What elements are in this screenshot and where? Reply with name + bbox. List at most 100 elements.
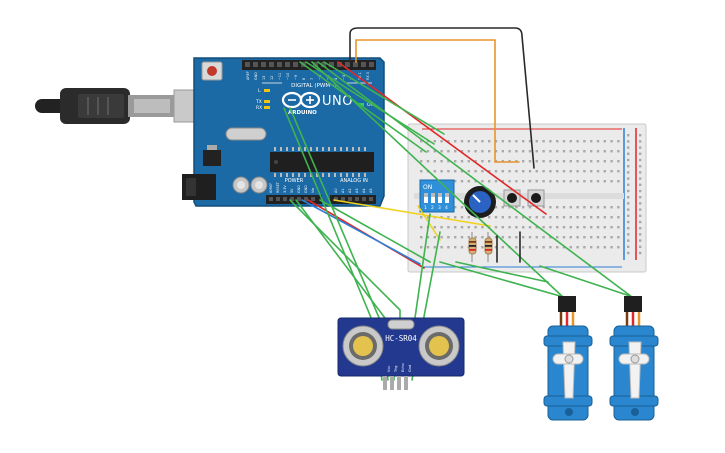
breadboard-hole[interactable] [639, 158, 642, 162]
breadboard-hole[interactable] [569, 180, 572, 183]
breadboard-hole[interactable] [610, 216, 613, 219]
breadboard-hole[interactable] [596, 226, 600, 229]
breadboard-hole[interactable] [460, 150, 464, 153]
breadboard-hole[interactable] [420, 170, 423, 173]
breadboard-hole[interactable] [603, 246, 606, 249]
breadboard-hole[interactable] [596, 140, 600, 143]
breadboard-hole[interactable] [522, 180, 525, 183]
breadboard-hole[interactable] [590, 140, 593, 143]
breadboard-hole[interactable] [542, 180, 545, 183]
breadboard-hole[interactable] [542, 226, 545, 229]
breadboard-hole[interactable] [454, 216, 457, 219]
breadboard-hole[interactable] [528, 150, 532, 153]
breadboard-hole[interactable] [535, 236, 538, 239]
breadboard-hole[interactable] [596, 150, 600, 153]
breadboard-hole[interactable] [576, 236, 579, 239]
breadboard-hole[interactable] [639, 140, 642, 143]
breadboard-hole[interactable] [617, 246, 620, 249]
breadboard-hole[interactable] [440, 226, 443, 229]
breadboard-hole[interactable] [627, 220, 630, 224]
breadboard-hole[interactable] [440, 160, 443, 163]
breadboard-hole[interactable] [522, 160, 525, 163]
breadboard-hole[interactable] [583, 216, 586, 219]
breadboard-hole[interactable] [420, 236, 423, 239]
breadboard-hole[interactable] [488, 216, 491, 219]
breadboard-hole[interactable] [501, 140, 504, 143]
breadboard-hole[interactable] [617, 226, 620, 229]
breadboard-hole[interactable] [549, 170, 552, 173]
breadboard-hole[interactable] [542, 216, 545, 219]
breadboard-hole[interactable] [481, 226, 484, 229]
breadboard-hole[interactable] [549, 246, 552, 249]
breadboard-hole[interactable] [549, 150, 552, 153]
breadboard-hole[interactable] [556, 170, 559, 173]
breadboard-hole[interactable] [433, 150, 436, 153]
breadboard-hole[interactable] [467, 226, 470, 229]
breadboard-hole[interactable] [420, 150, 423, 153]
breadboard-hole[interactable] [556, 150, 559, 153]
breadboard-hole[interactable] [454, 236, 457, 239]
breadboard-hole[interactable] [467, 140, 470, 143]
breadboard-hole[interactable] [433, 140, 436, 143]
breadboard-hole[interactable] [460, 140, 464, 143]
breadboard-hole[interactable] [522, 206, 525, 209]
breadboard-hole[interactable] [590, 150, 593, 153]
breadboard-hole[interactable] [603, 206, 606, 209]
breadboard-hole[interactable] [627, 134, 630, 137]
breadboard-hole[interactable] [494, 150, 498, 153]
breadboard-hole[interactable] [447, 216, 450, 219]
breadboard-hole[interactable] [467, 216, 470, 219]
breadboard-hole[interactable] [639, 202, 642, 205]
breadboard-hole[interactable] [454, 140, 457, 143]
breadboard-hole[interactable] [515, 216, 518, 219]
breadboard-hole[interactable] [562, 216, 566, 219]
dip-switch[interactable]: ON 1 2 3 4 [419, 179, 455, 213]
breadboard-hole[interactable] [603, 180, 606, 183]
breadboard-hole[interactable] [535, 246, 538, 249]
breadboard-hole[interactable] [522, 226, 525, 229]
breadboard-hole[interactable] [576, 206, 579, 209]
breadboard-hole[interactable] [590, 180, 593, 183]
breadboard-hole[interactable] [488, 180, 491, 183]
breadboard-hole[interactable] [569, 216, 572, 219]
breadboard-hole[interactable] [583, 150, 586, 153]
breadboard-hole[interactable] [481, 140, 484, 143]
breadboard-hole[interactable] [627, 202, 630, 205]
breadboard-hole[interactable] [610, 246, 613, 249]
breadboard-hole[interactable] [474, 150, 477, 153]
breadboard-hole[interactable] [627, 152, 630, 155]
breadboard-hole[interactable] [515, 170, 518, 173]
breadboard-hole[interactable] [501, 236, 504, 239]
breadboard-hole[interactable] [549, 160, 552, 163]
breadboard-hole[interactable] [590, 170, 593, 173]
breadboard-hole[interactable] [515, 180, 518, 183]
breadboard-hole[interactable] [420, 216, 423, 219]
breadboard-hole[interactable] [603, 226, 606, 229]
breadboard-hole[interactable] [467, 236, 470, 239]
breadboard-hole[interactable] [501, 246, 504, 249]
breadboard-hole[interactable] [447, 246, 450, 249]
breadboard-hole[interactable] [610, 226, 613, 229]
breadboard-hole[interactable] [562, 206, 566, 209]
breadboard-hole[interactable] [617, 206, 620, 209]
breadboard-hole[interactable] [454, 206, 457, 209]
breadboard-hole[interactable] [556, 246, 559, 249]
breadboard-hole[interactable] [590, 216, 593, 219]
breadboard-hole[interactable] [440, 150, 443, 153]
breadboard-hole[interactable] [617, 170, 620, 173]
breadboard-hole[interactable] [454, 160, 457, 163]
breadboard-hole[interactable] [542, 246, 545, 249]
breadboard-hole[interactable] [508, 140, 511, 143]
breadboard-hole[interactable] [639, 208, 642, 211]
breadboard-hole[interactable] [603, 216, 606, 219]
breadboard-hole[interactable] [515, 140, 518, 143]
breadboard-hole[interactable] [474, 160, 477, 163]
breadboard-hole[interactable] [617, 160, 620, 163]
breadboard-hole[interactable] [639, 245, 642, 248]
breadboard-hole[interactable] [556, 216, 559, 219]
breadboard-hole[interactable] [627, 239, 630, 242]
breadboard-hole[interactable] [426, 160, 430, 163]
breadboard-hole[interactable] [528, 180, 532, 183]
breadboard-hole[interactable] [627, 208, 630, 211]
breadboard-hole[interactable] [454, 226, 457, 229]
